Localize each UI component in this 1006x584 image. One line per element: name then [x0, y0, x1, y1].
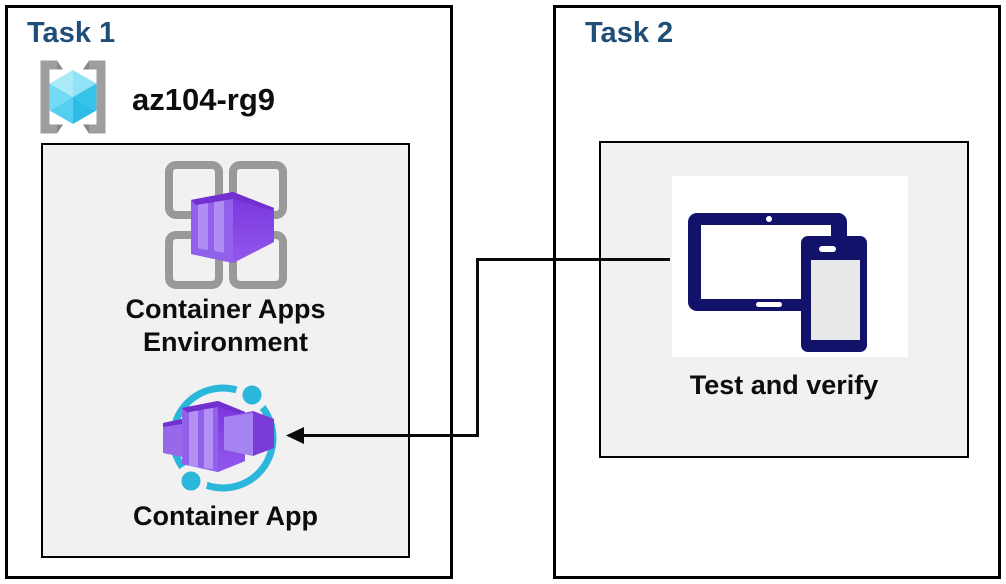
container-app-icon	[43, 383, 408, 498]
task2-title: Task 2	[585, 17, 674, 49]
container-app-label: Container App	[133, 501, 318, 531]
test-and-verify-label: Test and verify	[689, 370, 879, 400]
tablet-phone-devices-icon	[672, 176, 908, 357]
container-apps-environment-icon	[43, 159, 408, 293]
task1-box: Task 1	[5, 5, 453, 579]
task1-title: Task 1	[27, 17, 116, 49]
task2-panel: Test and verify	[599, 141, 969, 458]
environment-label: Container Apps Environment	[125, 294, 326, 357]
task1-panel: Container Apps Environment	[41, 143, 410, 558]
task2-box: Task 2 Test and verify	[553, 5, 1001, 579]
resource-group-name: az104-rg9	[132, 81, 276, 117]
resource-group-icon	[30, 58, 116, 141]
resource-group-row: az104-rg9	[30, 58, 275, 141]
